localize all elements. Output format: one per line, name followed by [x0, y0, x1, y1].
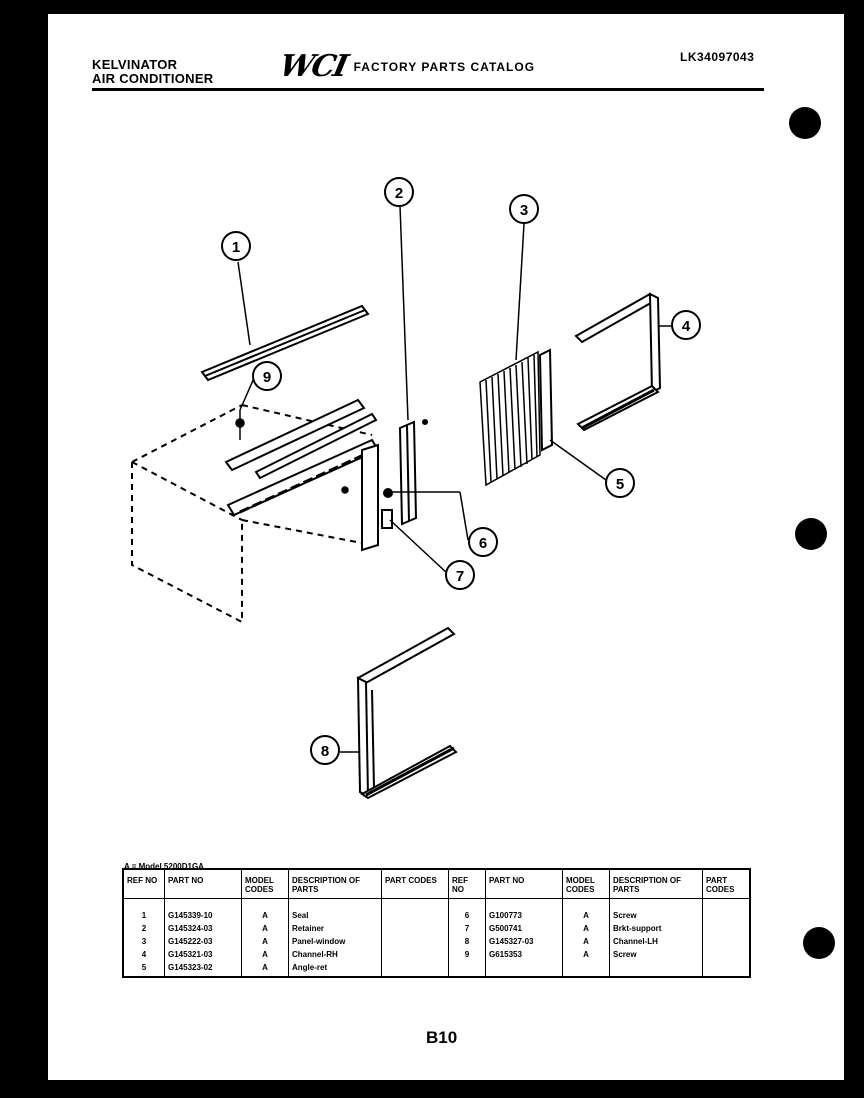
callout-6: 6 — [479, 535, 487, 552]
part-screw-9 — [235, 410, 245, 440]
callout-3: 3 — [520, 202, 528, 219]
header-rule — [92, 88, 764, 91]
part-seal — [200, 304, 370, 382]
parts-table: REF NO PART NO MODEL CODES DESCRIPTION O… — [122, 868, 751, 978]
callout-8: 8 — [321, 743, 329, 760]
part-retainer — [398, 419, 428, 526]
header-description-2: DESCRIPTION OF PARTS — [609, 869, 703, 899]
binder-hole-middle — [795, 518, 827, 550]
part-channel-lh — [356, 626, 458, 800]
callout-2: 2 — [395, 185, 403, 202]
page-number: B10 — [426, 1028, 458, 1047]
part-retainer-rails — [224, 398, 380, 517]
callout-circles — [221, 177, 701, 765]
callout-9: 9 — [263, 369, 271, 386]
header-ref-no: REF NO — [122, 869, 165, 899]
header-part-codes-2: PART CODES — [702, 869, 751, 899]
binder-hole-top — [789, 107, 821, 139]
catalog-header: WCI FACTORY PARTS CATALOG — [276, 49, 536, 84]
callout-7: 7 — [456, 568, 464, 585]
part-screw-6-mount — [341, 486, 349, 494]
callout-5: 5 — [616, 476, 624, 493]
callout-1: 1 — [232, 239, 240, 256]
table-row: 1 G145339-10 A Seal 6 G100773 A Screw — [122, 898, 751, 922]
leader-lines — [237, 205, 672, 753]
product-type: AIR CONDITIONER — [92, 71, 214, 86]
brand-block: KELVINATOR AIR CONDITIONER — [92, 58, 214, 86]
binder-hole-bottom — [803, 927, 835, 959]
table-row: 5 G145323-02 A Angle-ret — [122, 961, 751, 977]
header-description: DESCRIPTION OF PARTS — [288, 869, 382, 899]
header-part-codes: PART CODES — [381, 869, 449, 899]
brand-name: KELVINATOR — [92, 57, 178, 72]
part-channel-rh — [574, 292, 662, 432]
part-bracket-support — [381, 488, 393, 529]
part-angle-ret — [538, 348, 554, 452]
table-row: 2 G145324-03 A Retainer 7 G500741 A Brkt… — [122, 922, 751, 935]
header-part-no-2: PART NO — [485, 869, 563, 899]
header-ref-no-2: REF NO — [448, 869, 486, 899]
header-part-no: PART NO — [164, 869, 242, 899]
exploded-parts-diagram: 1 2 3 4 5 6 7 8 9 — [131, 177, 701, 800]
model-note: A = Model 5200D1GA — [124, 862, 204, 871]
header-model-codes: MODEL CODES — [241, 869, 289, 899]
catalog-title: FACTORY PARTS CATALOG — [353, 60, 536, 74]
header-model-codes-2: MODEL CODES — [562, 869, 610, 899]
table-header-row: REF NO PART NO MODEL CODES DESCRIPTION O… — [122, 869, 751, 899]
callout-4: 4 — [682, 318, 691, 335]
table-row: 3 G145222-03 A Panel-window 8 G145327-03… — [122, 935, 751, 948]
table-row: 4 G145321-03 A Channel-RH 9 G615353 A Sc… — [122, 948, 751, 961]
catalog-number: LK34097043 — [680, 50, 755, 64]
part-angle-mount — [361, 443, 379, 552]
part-panel-window — [479, 350, 541, 487]
